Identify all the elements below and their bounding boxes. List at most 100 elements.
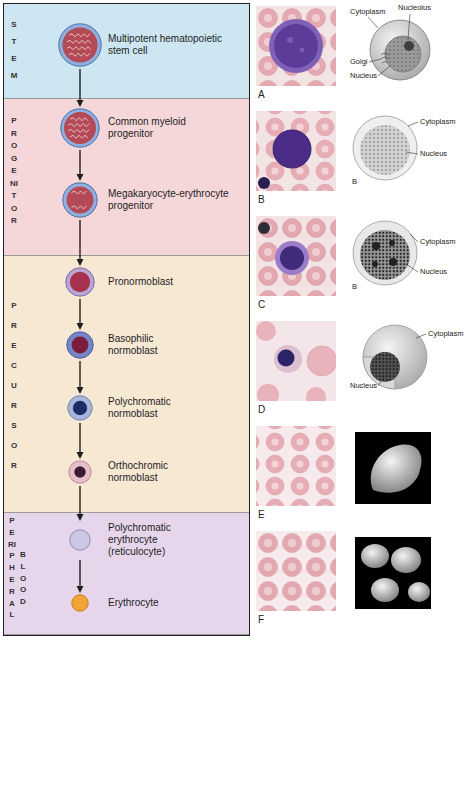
cell-nucleus <box>64 112 96 144</box>
cell-icon <box>62 182 98 218</box>
cell-body <box>66 268 94 296</box>
cell-stage: Multipotent hematopoietic stem cell <box>58 23 240 67</box>
micrograph <box>256 531 336 611</box>
micrograph <box>280 246 304 270</box>
cell-icon <box>66 331 94 359</box>
cell-drawing <box>370 20 430 80</box>
part-label: Cytoplasm <box>420 238 455 246</box>
arrow-line <box>79 150 80 175</box>
cell-body <box>68 396 92 420</box>
arrow-line <box>79 299 80 324</box>
part-label: Golgi <box>350 58 368 66</box>
cell-stage: Megakaryocyte-erythrocyte progenitor <box>62 182 233 218</box>
flow-arrow <box>77 150 84 181</box>
leader-line <box>406 264 418 272</box>
sem-image <box>371 445 422 493</box>
chromatin <box>68 118 89 139</box>
stage-label: STEM <box>10 16 18 84</box>
stage-frame: STEM Multipotent hematopoietic stem cellP… <box>3 3 250 636</box>
sem-image <box>355 537 431 609</box>
micrograph <box>256 216 336 296</box>
part-label: Nucleus <box>420 268 447 276</box>
part-label: Nucleus <box>350 72 377 80</box>
micrograph <box>256 321 337 407</box>
cell-drawing <box>370 352 400 382</box>
stage-label: PRECURSOR <box>10 296 18 476</box>
micrograph <box>256 6 336 86</box>
cell-name: Pronormoblast <box>108 276 208 288</box>
micrograph <box>256 531 336 611</box>
arrow-line <box>79 423 80 453</box>
arrow-head <box>77 452 84 459</box>
part-label: Nucleus <box>420 150 447 158</box>
flow-arrow <box>77 220 84 266</box>
micrograph <box>256 6 336 86</box>
cell-stage: Erythrocyte <box>71 594 190 612</box>
cell-stage: Polychromatic normoblast <box>67 395 200 421</box>
stage-band: STEM Multipotent hematopoietic stem cell <box>4 4 249 99</box>
stage-band: PRECURSORPronormoblastBasophilic normobl… <box>4 256 249 513</box>
micrograph <box>256 321 276 341</box>
cell-body <box>72 595 88 611</box>
cell-drawing <box>370 352 400 382</box>
arrow-line <box>79 486 80 515</box>
cell-body <box>69 461 91 483</box>
cell-drawing <box>353 116 417 180</box>
arrow-line <box>79 361 80 388</box>
cell-body <box>63 183 97 217</box>
micrograph <box>306 387 326 407</box>
leader-line <box>416 334 426 338</box>
sem-image <box>355 432 431 504</box>
arrow-head <box>77 100 84 107</box>
sem-image <box>355 432 431 504</box>
cell-drawing <box>389 258 397 266</box>
micrograph <box>278 350 295 367</box>
micrograph <box>300 48 305 53</box>
micrograph <box>287 37 293 43</box>
micrograph <box>256 216 336 296</box>
cell-stage: Orthochromic normoblast <box>68 460 200 484</box>
flow-arrow <box>77 560 84 593</box>
micrograph <box>256 426 336 506</box>
cell-icon <box>68 460 92 484</box>
stage-label: PROGENITOR <box>10 115 18 228</box>
cell-drawing <box>353 116 417 180</box>
arrow-head <box>77 586 84 593</box>
cell-drawing <box>385 36 421 72</box>
panel-letter: B <box>258 195 265 205</box>
micrograph <box>256 111 336 191</box>
cell-icon <box>58 23 102 67</box>
cell-nucleus <box>72 337 89 354</box>
cell-name: Orthochromic normoblast <box>108 460 200 484</box>
micrograph <box>274 24 318 68</box>
panel-letter: B <box>352 178 357 186</box>
cell-stage: Pronormoblast <box>65 267 208 297</box>
flow-arrow <box>77 486 84 521</box>
chromatin <box>72 191 87 209</box>
micrograph <box>256 111 336 191</box>
micrograph <box>256 216 336 296</box>
cell-icon <box>60 108 100 148</box>
leader-line <box>406 152 418 154</box>
leader-line <box>378 66 390 76</box>
micrograph <box>307 346 337 376</box>
sem-image <box>408 582 430 602</box>
stage-band: PERIPHERALBLOODPolychromatic erythrocyte… <box>4 513 249 635</box>
micrograph <box>269 19 323 73</box>
sem-image <box>391 547 421 573</box>
micrograph <box>256 426 336 506</box>
leader-line <box>378 377 384 386</box>
leader-line <box>408 14 410 40</box>
chromatin <box>67 34 91 56</box>
panel-letter: D <box>258 405 265 415</box>
cell-icon <box>67 395 93 421</box>
cell-icon <box>65 267 95 297</box>
part-label: Cytoplasm <box>428 330 463 338</box>
arrow-head <box>77 514 84 521</box>
arrow-line <box>79 69 80 101</box>
flow-arrow <box>77 423 84 459</box>
cell-name: Polychromatic normoblast <box>108 396 200 420</box>
cell-nucleus <box>67 187 94 214</box>
cell-icon <box>71 594 89 612</box>
cell-body <box>61 109 99 147</box>
